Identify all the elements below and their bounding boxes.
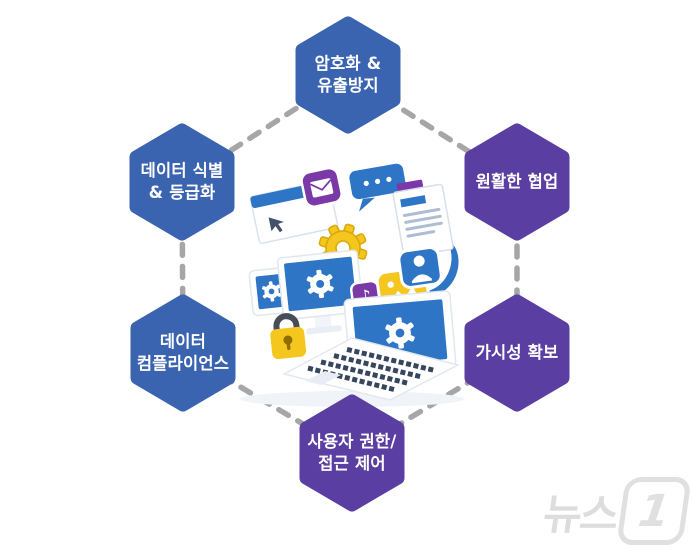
hexagon-collaboration — [464, 123, 570, 241]
hexagon-encryption — [295, 16, 401, 134]
hexagon-data-identification — [129, 123, 235, 241]
laptop-icon — [281, 337, 461, 401]
hexagon-access-control — [299, 394, 405, 512]
chat-bubble-icon — [346, 161, 409, 212]
hexagon-visibility — [464, 294, 570, 412]
padlock-icon — [270, 313, 307, 360]
center-illustration: ♪ — [240, 161, 464, 407]
document-icon — [392, 179, 454, 258]
hexagon-data-compliance — [130, 294, 236, 412]
monitor-icon — [276, 249, 364, 335]
watermark-text: 뉴스 — [539, 489, 621, 539]
user-card-icon — [397, 246, 443, 289]
watermark-one-logo: 1 — [616, 477, 692, 545]
mail-icon — [300, 166, 343, 208]
news1-watermark: 뉴스 1 — [539, 477, 692, 545]
